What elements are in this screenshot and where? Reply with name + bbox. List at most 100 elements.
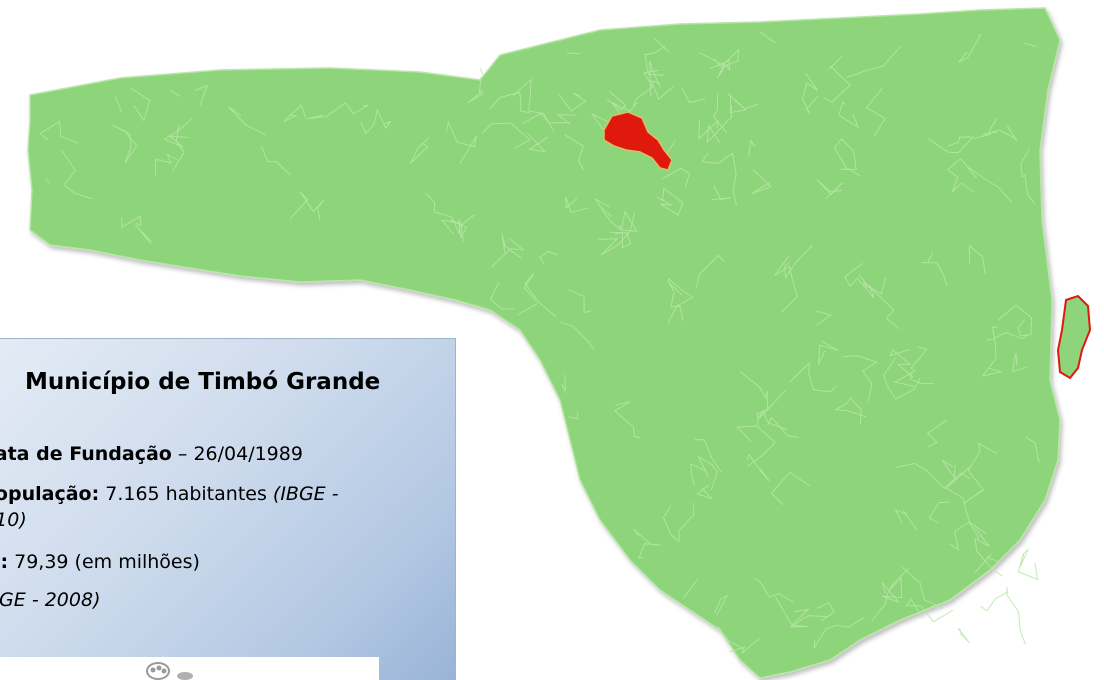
municipality-border bbox=[121, 215, 142, 228]
municipality-border bbox=[512, 78, 555, 132]
municipality-border bbox=[894, 508, 918, 531]
municipality-border bbox=[479, 68, 483, 75]
municipality-border bbox=[833, 138, 861, 177]
municipality-border bbox=[654, 38, 670, 53]
municipality-border bbox=[997, 304, 1033, 337]
municipality-border bbox=[883, 357, 921, 400]
municipality-border bbox=[1020, 148, 1036, 204]
municipality-border bbox=[871, 568, 910, 622]
municipality-border bbox=[523, 272, 557, 318]
municipality-border bbox=[694, 439, 723, 473]
coat-of-arms-icon bbox=[146, 662, 170, 680]
municipality-border bbox=[467, 77, 484, 104]
municipality-border bbox=[711, 185, 732, 201]
municipality-border bbox=[61, 150, 93, 200]
municipality-border bbox=[771, 471, 810, 506]
municipality-border bbox=[893, 346, 928, 387]
municipality-border bbox=[567, 411, 579, 420]
municipality-border bbox=[633, 528, 661, 559]
municipality-border bbox=[739, 371, 769, 425]
municipality-title: Município de Timbó Grande bbox=[25, 369, 381, 395]
municipality-border bbox=[526, 132, 549, 153]
municipality-border bbox=[889, 348, 914, 378]
island-outline bbox=[1056, 294, 1092, 380]
municipality-border bbox=[748, 140, 756, 157]
gdp-source-line: (IBGE - 2008) bbox=[0, 587, 447, 613]
municipality-border bbox=[701, 152, 737, 206]
municipality-border bbox=[594, 198, 613, 217]
municipality-border bbox=[425, 192, 460, 235]
municipality-border bbox=[650, 80, 674, 101]
municipality-border bbox=[926, 419, 948, 448]
municipality-border bbox=[695, 254, 725, 288]
municipality-border bbox=[501, 233, 522, 259]
municipality-border bbox=[598, 212, 635, 256]
municipality-border bbox=[662, 167, 691, 188]
municipality-border bbox=[813, 616, 865, 649]
municipality-border bbox=[905, 598, 954, 623]
municipality-border bbox=[706, 105, 733, 144]
municipality-border bbox=[682, 579, 698, 599]
municipality-border bbox=[727, 93, 759, 114]
municipality-border bbox=[815, 310, 832, 326]
municipality-border bbox=[901, 566, 943, 609]
municipality-border bbox=[283, 104, 307, 123]
municipality-border bbox=[1006, 586, 1027, 645]
municipality-border bbox=[690, 463, 707, 486]
municipality-border bbox=[130, 87, 151, 122]
founding-date-line: Data de Fundação – 26/04/1989 bbox=[0, 441, 447, 467]
municipality-border bbox=[928, 501, 950, 524]
municipality-border bbox=[699, 48, 740, 68]
population-source-b: 2010) bbox=[0, 509, 27, 531]
municipality-border bbox=[973, 118, 998, 140]
founding-value: – 26/04/1989 bbox=[171, 443, 303, 465]
municipality-border bbox=[410, 137, 430, 164]
municipality-border bbox=[449, 214, 476, 239]
municipality-border bbox=[862, 277, 887, 295]
municipality-border bbox=[980, 591, 1009, 612]
founding-label: Data de Fundação bbox=[0, 443, 172, 465]
municipality-border bbox=[816, 178, 843, 199]
timbo-grande-highlight[interactable] bbox=[603, 111, 673, 171]
municipality-border bbox=[746, 453, 770, 482]
municipality-border bbox=[944, 466, 980, 539]
municipality-border bbox=[1024, 42, 1037, 48]
ornament-icon bbox=[177, 672, 193, 680]
gdp-label: PIB: bbox=[0, 551, 9, 573]
municipality-border bbox=[751, 169, 772, 195]
municipality-border bbox=[824, 55, 851, 104]
municipality-border bbox=[194, 84, 208, 106]
municipality-border bbox=[865, 87, 887, 137]
municipality-border bbox=[736, 425, 776, 467]
gdp-line: PIB: 79,39 (em milhões) bbox=[0, 549, 447, 575]
municipality-border bbox=[601, 208, 638, 232]
municipality-border bbox=[881, 576, 903, 603]
municipality-border bbox=[759, 31, 776, 44]
municipality-border bbox=[713, 594, 729, 616]
municipality-border bbox=[307, 102, 369, 120]
municipality-border bbox=[228, 106, 266, 136]
municipality-border bbox=[112, 125, 138, 164]
municipality-border bbox=[968, 244, 986, 274]
municipality-border bbox=[717, 625, 760, 654]
municipality-border bbox=[39, 120, 80, 144]
municipality-border bbox=[981, 326, 1002, 377]
municipality-border bbox=[946, 157, 977, 193]
municipality-borders bbox=[39, 31, 1041, 654]
municipality-border bbox=[614, 401, 641, 439]
municipality-border bbox=[986, 332, 1029, 341]
municipality-border bbox=[632, 69, 659, 107]
municipality-border bbox=[696, 484, 713, 500]
municipality-border bbox=[973, 553, 1000, 575]
municipality-border bbox=[982, 125, 1018, 142]
municipality-border bbox=[843, 355, 878, 402]
population-label: População: bbox=[0, 483, 100, 505]
municipality-border bbox=[709, 60, 731, 79]
population-line: População: 7.165 habitantes (IBGE - bbox=[0, 481, 447, 507]
municipality-border bbox=[662, 502, 695, 543]
municipality-border bbox=[752, 577, 794, 603]
population-source-line: 2010) bbox=[0, 507, 447, 533]
municipality-border bbox=[668, 282, 684, 322]
municipality-border bbox=[490, 238, 525, 268]
municipality-border bbox=[441, 219, 464, 243]
